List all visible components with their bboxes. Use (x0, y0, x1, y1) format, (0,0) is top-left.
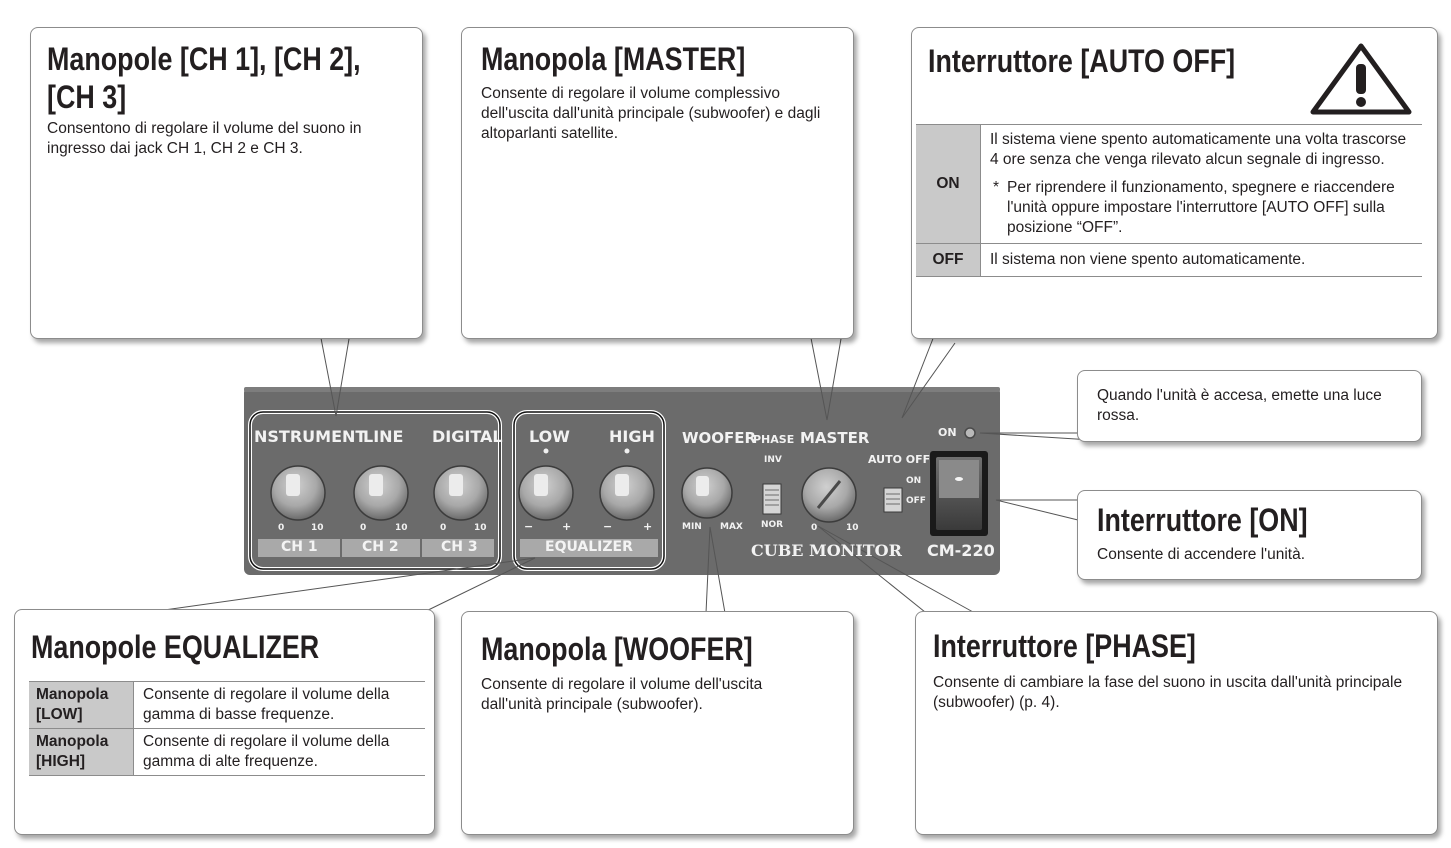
table-value: Il sistema non viene spento automaticame… (980, 243, 1422, 277)
callout-master-knob: Manopola [MASTER] Consente di regolare i… (461, 27, 854, 339)
label-high: HIGH (609, 427, 655, 446)
callout-power-led: Quando l'unità è accesa, emette una luce… (1077, 370, 1422, 442)
callout-title: Interruttore [ON] (1097, 502, 1308, 538)
table-key-on: ON (916, 124, 981, 244)
scale-ch1-max: 10 (311, 523, 324, 533)
scale-woofer-max: MAX (720, 522, 743, 532)
scale-master-max: 10 (846, 523, 859, 533)
row-note: *Per riprendere il funzionamento, spegne… (993, 179, 1395, 236)
strip-ch2: CH 2 (362, 539, 399, 555)
high-knob (599, 448, 655, 521)
callout-phase-switch: Interruttore [PHASE] Consente di cambiar… (915, 611, 1438, 835)
woofer-knob (681, 467, 733, 519)
label-master: MASTER (800, 429, 870, 447)
label-woofer: WOOFER (682, 429, 757, 447)
table-key-off: OFF (916, 243, 981, 277)
power-switch (930, 451, 988, 536)
callout-text: Consente di regolare il volume dell'usci… (481, 676, 763, 713)
scale-high-plus: + (643, 520, 653, 533)
scale-low-minus: − (524, 520, 534, 533)
ch2-knob (353, 465, 409, 521)
table-key-low: Manopola [LOW] (29, 681, 134, 729)
label-instrument: NSTRUMENT (254, 427, 367, 446)
callout-title: Manopola [MASTER] (481, 41, 746, 77)
callout-title: Interruttore [PHASE] (933, 628, 1196, 664)
equalizer-table: Manopola [LOW] Consente di regolare il v… (29, 681, 425, 776)
power-led (964, 427, 976, 439)
table-row: Manopola [LOW] Consente di regolare il v… (29, 681, 425, 729)
strip-ch1: CH 1 (281, 539, 318, 555)
label-auto-off: AUTO OFF (868, 453, 931, 466)
callout-title: Manopola [WOOFER] (481, 631, 753, 667)
label-switch-off: OFF (906, 496, 926, 506)
phase-switch (762, 483, 782, 515)
auto-off-table: ON Il sistema viene spento automaticamen… (916, 124, 1422, 277)
table-value: Consente di regolare il volume della gam… (133, 728, 425, 776)
label-nor: NOR (761, 520, 784, 530)
label-phase: PHASE (753, 433, 795, 446)
callout-title: [CH 3] (47, 79, 127, 115)
model-name: CM-220 (927, 541, 995, 560)
table-row: Manopola [HIGH] Consente di regolare il … (29, 728, 425, 776)
label-inv: INV (764, 455, 782, 465)
scale-ch3-max: 10 (474, 523, 487, 533)
callout-equalizer-knobs: Manopole EQUALIZER Manopola [LOW] Consen… (14, 609, 435, 835)
callout-text: Consente di cambiare la fase del suono i… (933, 674, 1403, 711)
master-knob (801, 467, 857, 523)
callout-woofer-knob: Manopola [WOOFER] Consente di regolare i… (461, 611, 854, 835)
row-text: Il sistema viene spento automaticamente … (990, 131, 1407, 168)
callout-title: Interruttore [AUTO OFF] (928, 43, 1236, 79)
label-line: LINE (363, 427, 404, 446)
label-switch-on: ON (906, 476, 922, 486)
scale-low-plus: + (562, 520, 572, 533)
callout-title: Manopole EQUALIZER (31, 629, 320, 665)
auto-off-switch (883, 487, 903, 513)
scale-high-minus: − (603, 520, 613, 533)
low-knob (518, 448, 574, 521)
scale-ch1-min: 0 (278, 523, 285, 533)
table-row: ON Il sistema viene spento automaticamen… (916, 124, 1422, 244)
brand-logo: CUBE MONITOR (751, 541, 902, 560)
scale-master-min: 0 (811, 523, 818, 533)
strip-ch3: CH 3 (441, 539, 478, 555)
table-key-high: Manopola [HIGH] (29, 728, 134, 776)
scale-ch2-min: 0 (360, 523, 367, 533)
callout-auto-off-switch: Interruttore [AUTO OFF] ON Il sistema vi… (911, 27, 1438, 339)
ch1-knob (270, 465, 326, 521)
label-digital: DIGITAL (432, 427, 503, 446)
callout-text: Consente di accendere l'unità. (1097, 546, 1306, 563)
ch3-knob (433, 465, 489, 521)
scale-woofer-min: MIN (682, 522, 702, 532)
label-low: LOW (529, 427, 570, 446)
label-on-led: ON (938, 426, 957, 439)
scale-ch3-min: 0 (440, 523, 447, 533)
table-value: Il sistema viene spento automaticamente … (980, 124, 1422, 244)
callout-channel-knobs: Manopole [CH 1], [CH 2], [CH 3] Consento… (30, 27, 423, 339)
callout-text: Consentono di regolare il volume del suo… (47, 120, 362, 157)
scale-ch2-max: 10 (395, 523, 408, 533)
callout-on-switch: Interruttore [ON] Consente di accendere … (1077, 490, 1422, 580)
strip-equalizer: EQUALIZER (545, 539, 633, 555)
table-value: Consente di regolare il volume della gam… (133, 681, 425, 729)
callout-text: Consente di regolare il volume complessi… (481, 85, 821, 142)
table-row: OFF Il sistema non viene spento automati… (916, 243, 1422, 277)
warning-icon (1310, 43, 1412, 115)
callout-title: Manopole [CH 1], [CH 2], (47, 41, 361, 77)
callout-text: Quando l'unità è accesa, emette una luce… (1097, 387, 1382, 424)
